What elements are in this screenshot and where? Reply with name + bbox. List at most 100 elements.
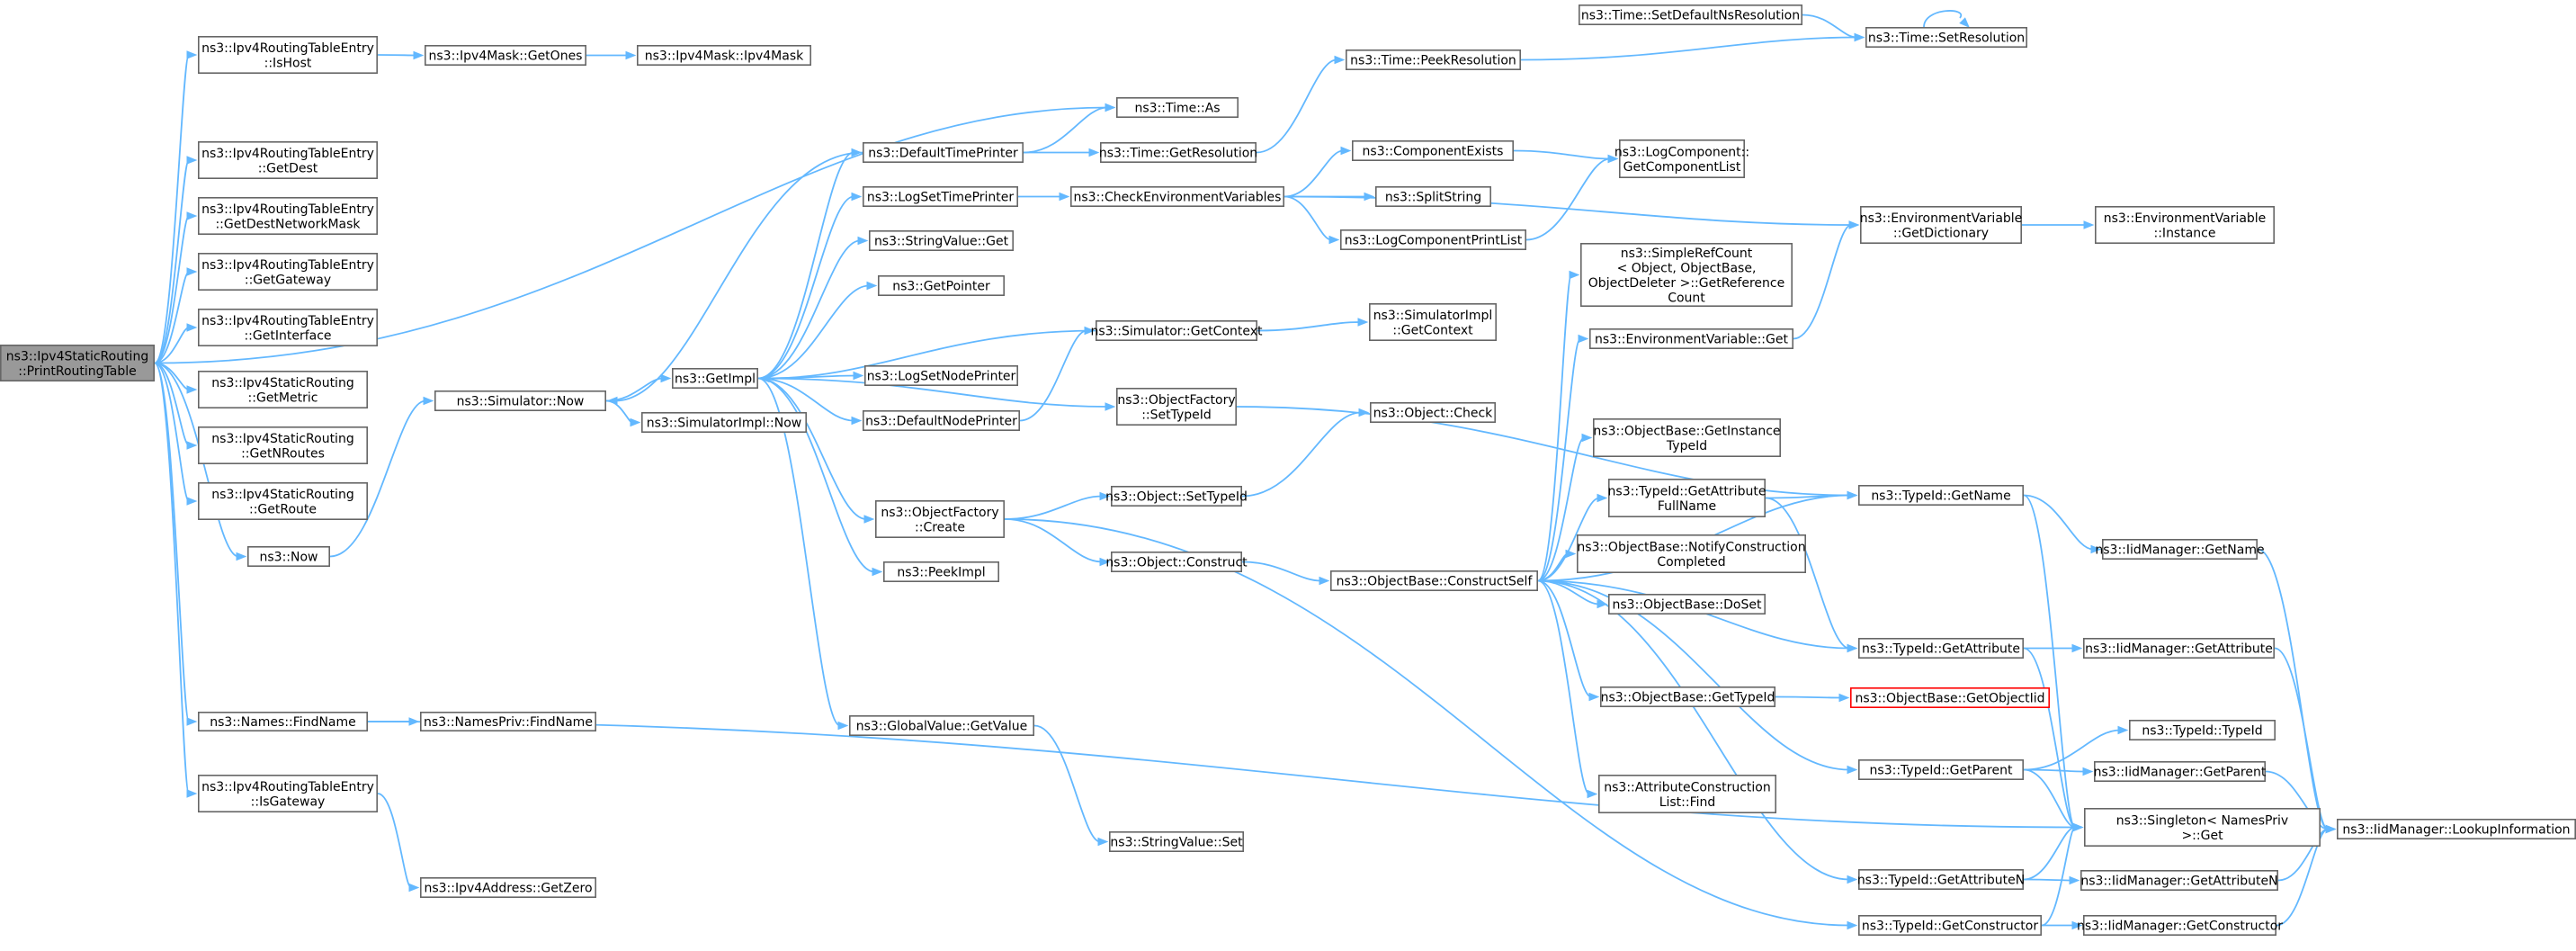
edge-line bbox=[1284, 195, 1332, 241]
node-getDest[interactable]: ns3::Ipv4RoutingTableEntry::GetDest bbox=[198, 141, 378, 180]
node-getRoute[interactable]: ns3::Ipv4StaticRouting::GetRoute bbox=[198, 481, 368, 520]
node-envVarGet[interactable]: ns3::EnvironmentVariable::Get bbox=[1589, 327, 1794, 349]
node-checkEnvVars[interactable]: ns3::CheckEnvironmentVariables bbox=[1070, 186, 1285, 208]
node-label: ns3::SimpleRefCount bbox=[1621, 247, 1753, 261]
node-globalValueGet[interactable]: ns3::GlobalValue::GetValue bbox=[848, 714, 1034, 736]
node-namesPrivFind[interactable]: ns3::NamesPriv::FindName bbox=[419, 711, 596, 731]
node-defaultNodePrinter[interactable]: ns3::DefaultNodePrinter bbox=[862, 409, 1020, 431]
node-iidGetParent[interactable]: ns3::IidManager::GetParent bbox=[2094, 760, 2267, 782]
node-now[interactable]: ns3::Now bbox=[246, 545, 330, 567]
node-timeGetRes[interactable]: ns3::Time::GetResolution bbox=[1099, 142, 1257, 164]
node-label: ns3::DefaultTimePrinter bbox=[868, 147, 1018, 161]
edge-line bbox=[377, 54, 416, 57]
node-splitString[interactable]: ns3::SplitString bbox=[1375, 186, 1492, 208]
edge-root-to-getDest bbox=[154, 156, 198, 364]
edge-line bbox=[2265, 770, 2329, 830]
node-objFactorySetTypeId[interactable]: ns3::ObjectFactory::SetTypeId bbox=[1116, 387, 1238, 426]
node-root[interactable]: ns3::Ipv4StaticRouting::PrintRoutingTabl… bbox=[0, 344, 155, 381]
node-typeIdGetConstructor[interactable]: ns3::TypeId::GetConstructor bbox=[1858, 914, 2043, 936]
node-componentExists[interactable]: ns3::ComponentExists bbox=[1352, 140, 1515, 162]
node-defaultTimePrinter[interactable]: ns3::DefaultTimePrinter bbox=[862, 142, 1024, 164]
edge-defaultTimePrinter-to-timeAs bbox=[1023, 103, 1116, 154]
edge-simGetContext-to-getImpl bbox=[758, 329, 1096, 383]
node-timeAs[interactable]: ns3::Time::As bbox=[1116, 97, 1239, 119]
node-objectConstruct[interactable]: ns3::Object::Construct bbox=[1105, 551, 1248, 572]
node-objBaseGetTypeId[interactable]: ns3::ObjectBase::GetTypeId bbox=[1600, 686, 1776, 707]
node-envVarInstance[interactable]: ns3::EnvironmentVariable::Instance bbox=[2095, 206, 2276, 245]
edge-arrowhead bbox=[851, 192, 863, 202]
node-logSetNodePrinter[interactable]: ns3::LogSetNodePrinter bbox=[863, 364, 1018, 386]
edge-arrowhead bbox=[606, 396, 618, 406]
node-iidGetAttribute[interactable]: ns3::IidManager::GetAttribute bbox=[2083, 637, 2276, 659]
node-objectCheck[interactable]: ns3::Object::Check bbox=[1370, 401, 1497, 423]
edge-arrowhead bbox=[2071, 643, 2083, 653]
node-iidGetConstructor[interactable]: ns3::IidManager::GetConstructor bbox=[2077, 914, 2283, 936]
edge-simNow-to-simImplNow bbox=[605, 399, 641, 427]
node-simImplGetContext[interactable]: ns3::SimulatorImpl::GetContext bbox=[1369, 302, 1498, 341]
node-simpleRefCount[interactable]: ns3::SimpleRefCount< Object, ObjectBase,… bbox=[1580, 242, 1793, 307]
node-stringValueSet[interactable]: ns3::StringValue::Set bbox=[1109, 830, 1245, 852]
node-label: ns3::GetPointer bbox=[892, 280, 990, 294]
node-simImplNow[interactable]: ns3::SimulatorImpl::Now bbox=[640, 411, 807, 433]
node-getGateway[interactable]: ns3::Ipv4RoutingTableEntry::GetGateway bbox=[198, 252, 378, 291]
node-iidGetName[interactable]: ns3::IidManager::GetName bbox=[2095, 538, 2265, 560]
node-logComponentGetList[interactable]: ns3::LogComponent::GetComponentList bbox=[1614, 139, 1749, 179]
node-objBaseGetObjectIid[interactable]: ns3::ObjectBase::GetObjectIid bbox=[1850, 686, 2051, 708]
node-getZero[interactable]: ns3::Ipv4Address::GetZero bbox=[419, 876, 596, 898]
node-getImpl[interactable]: ns3::GetImpl bbox=[671, 367, 758, 389]
edge-objBaseGetTypeId-to-objBaseGetObjectIid bbox=[1775, 693, 1850, 703]
node-box bbox=[1589, 327, 1794, 349]
node-logSetTimePrinter[interactable]: ns3::LogSetTimePrinter bbox=[862, 186, 1018, 208]
call-nodes: ns3::Ipv4StaticRouting::PrintRoutingTabl… bbox=[0, 4, 2576, 936]
node-iidLookup[interactable]: ns3::IidManager::LookupInformation bbox=[2337, 818, 2576, 839]
edge-line bbox=[1923, 10, 1963, 28]
node-getMetric[interactable]: ns3::Ipv4StaticRouting::GetMetric bbox=[198, 370, 368, 408]
edge-isGateway-to-getZero bbox=[377, 793, 420, 893]
node-isGateway[interactable]: ns3::Ipv4RoutingTableEntry::IsGateway bbox=[198, 774, 378, 812]
node-isHost[interactable]: ns3::Ipv4RoutingTableEntry::IsHost bbox=[198, 35, 378, 75]
node-typeIdGetParent[interactable]: ns3::TypeId::GetParent bbox=[1858, 758, 2025, 780]
node-simGetContext[interactable]: ns3::Simulator::GetContext bbox=[1090, 319, 1263, 341]
node-typeIdGetName[interactable]: ns3::TypeId::GetName bbox=[1858, 484, 2025, 506]
node-typeIdTypeId[interactable]: ns3::TypeId::TypeId bbox=[2129, 719, 2276, 740]
node-stringValueGet[interactable]: ns3::StringValue::Get bbox=[868, 229, 1014, 251]
edge-arrowhead bbox=[1099, 557, 1111, 567]
node-timePeekRes[interactable]: ns3::Time::PeekResolution bbox=[1346, 49, 1522, 70]
node-getInterface[interactable]: ns3::Ipv4RoutingTableEntry::GetInterface bbox=[198, 308, 378, 346]
node-constructSelf[interactable]: ns3::ObjectBase::ConstructSelf bbox=[1330, 570, 1539, 591]
node-label: ns3::LogComponentPrintList bbox=[1345, 234, 1523, 248]
node-logComponentPrintList[interactable]: ns3::LogComponentPrintList bbox=[1340, 229, 1527, 251]
node-objectSetTypeId[interactable]: ns3::Object::SetTypeId bbox=[1105, 485, 1248, 507]
node-getNRoutes[interactable]: ns3::Ipv4StaticRouting::GetNRoutes bbox=[198, 426, 368, 464]
node-label: ns3::EnvironmentVariable bbox=[1860, 211, 2023, 226]
node-objBaseDoSet[interactable]: ns3::ObjectBase::DoSet bbox=[1608, 593, 1767, 615]
edge-line bbox=[1284, 195, 1852, 226]
node-typeIdGetAttribute[interactable]: ns3::TypeId::GetAttribute bbox=[1858, 637, 2025, 659]
node-findName[interactable]: ns3::Names::FindName bbox=[198, 711, 368, 731]
node-label: ns3::Singleton< NamesPriv bbox=[2116, 813, 2288, 828]
node-box bbox=[198, 141, 378, 180]
edge-arrowhead bbox=[1959, 17, 1970, 28]
node-envVarGetDict[interactable]: ns3::EnvironmentVariable::GetDictionary bbox=[1860, 206, 2023, 245]
node-getOnes[interactable]: ns3::Ipv4Mask::GetOnes bbox=[424, 44, 586, 66]
node-timeSetRes[interactable]: ns3::Time::SetResolution bbox=[1865, 26, 2028, 48]
edge-arrowhead bbox=[186, 323, 198, 332]
edge-objectSetTypeId-to-objectCheck bbox=[1241, 408, 1370, 498]
node-typeIdGetAttributeN[interactable]: ns3::TypeId::GetAttributeN bbox=[1857, 868, 2025, 890]
node-ipv4mask[interactable]: ns3::Ipv4Mask::Ipv4Mask bbox=[636, 44, 811, 66]
edge-line bbox=[1004, 518, 1103, 563]
node-singletonGet[interactable]: ns3::Singleton< NamesPriv>::Get bbox=[2084, 807, 2321, 847]
node-getPointer[interactable]: ns3::GetPointer bbox=[877, 274, 1005, 296]
node-iidGetAttributeN[interactable]: ns3::IidManager::GetAttributeN bbox=[2080, 869, 2279, 891]
edge-simGetContext-to-simImplGetContext bbox=[1257, 318, 1369, 332]
node-objFactoryCreate[interactable]: ns3::ObjectFactory::Create bbox=[874, 499, 1005, 538]
node-simNow[interactable]: ns3::Simulator::Now bbox=[434, 390, 606, 411]
node-objBaseNotify[interactable]: ns3::ObjectBase::NotifyConstructionCompl… bbox=[1577, 534, 1807, 573]
node-getDestMask[interactable]: ns3::Ipv4RoutingTableEntry::GetDestNetwo… bbox=[198, 197, 378, 236]
edge-line bbox=[2023, 729, 2121, 771]
node-setDefaultNsRes[interactable]: ns3::Time::SetDefaultNsResolution bbox=[1579, 4, 1803, 25]
node-peekImpl[interactable]: ns3::PeekImpl bbox=[882, 561, 999, 582]
